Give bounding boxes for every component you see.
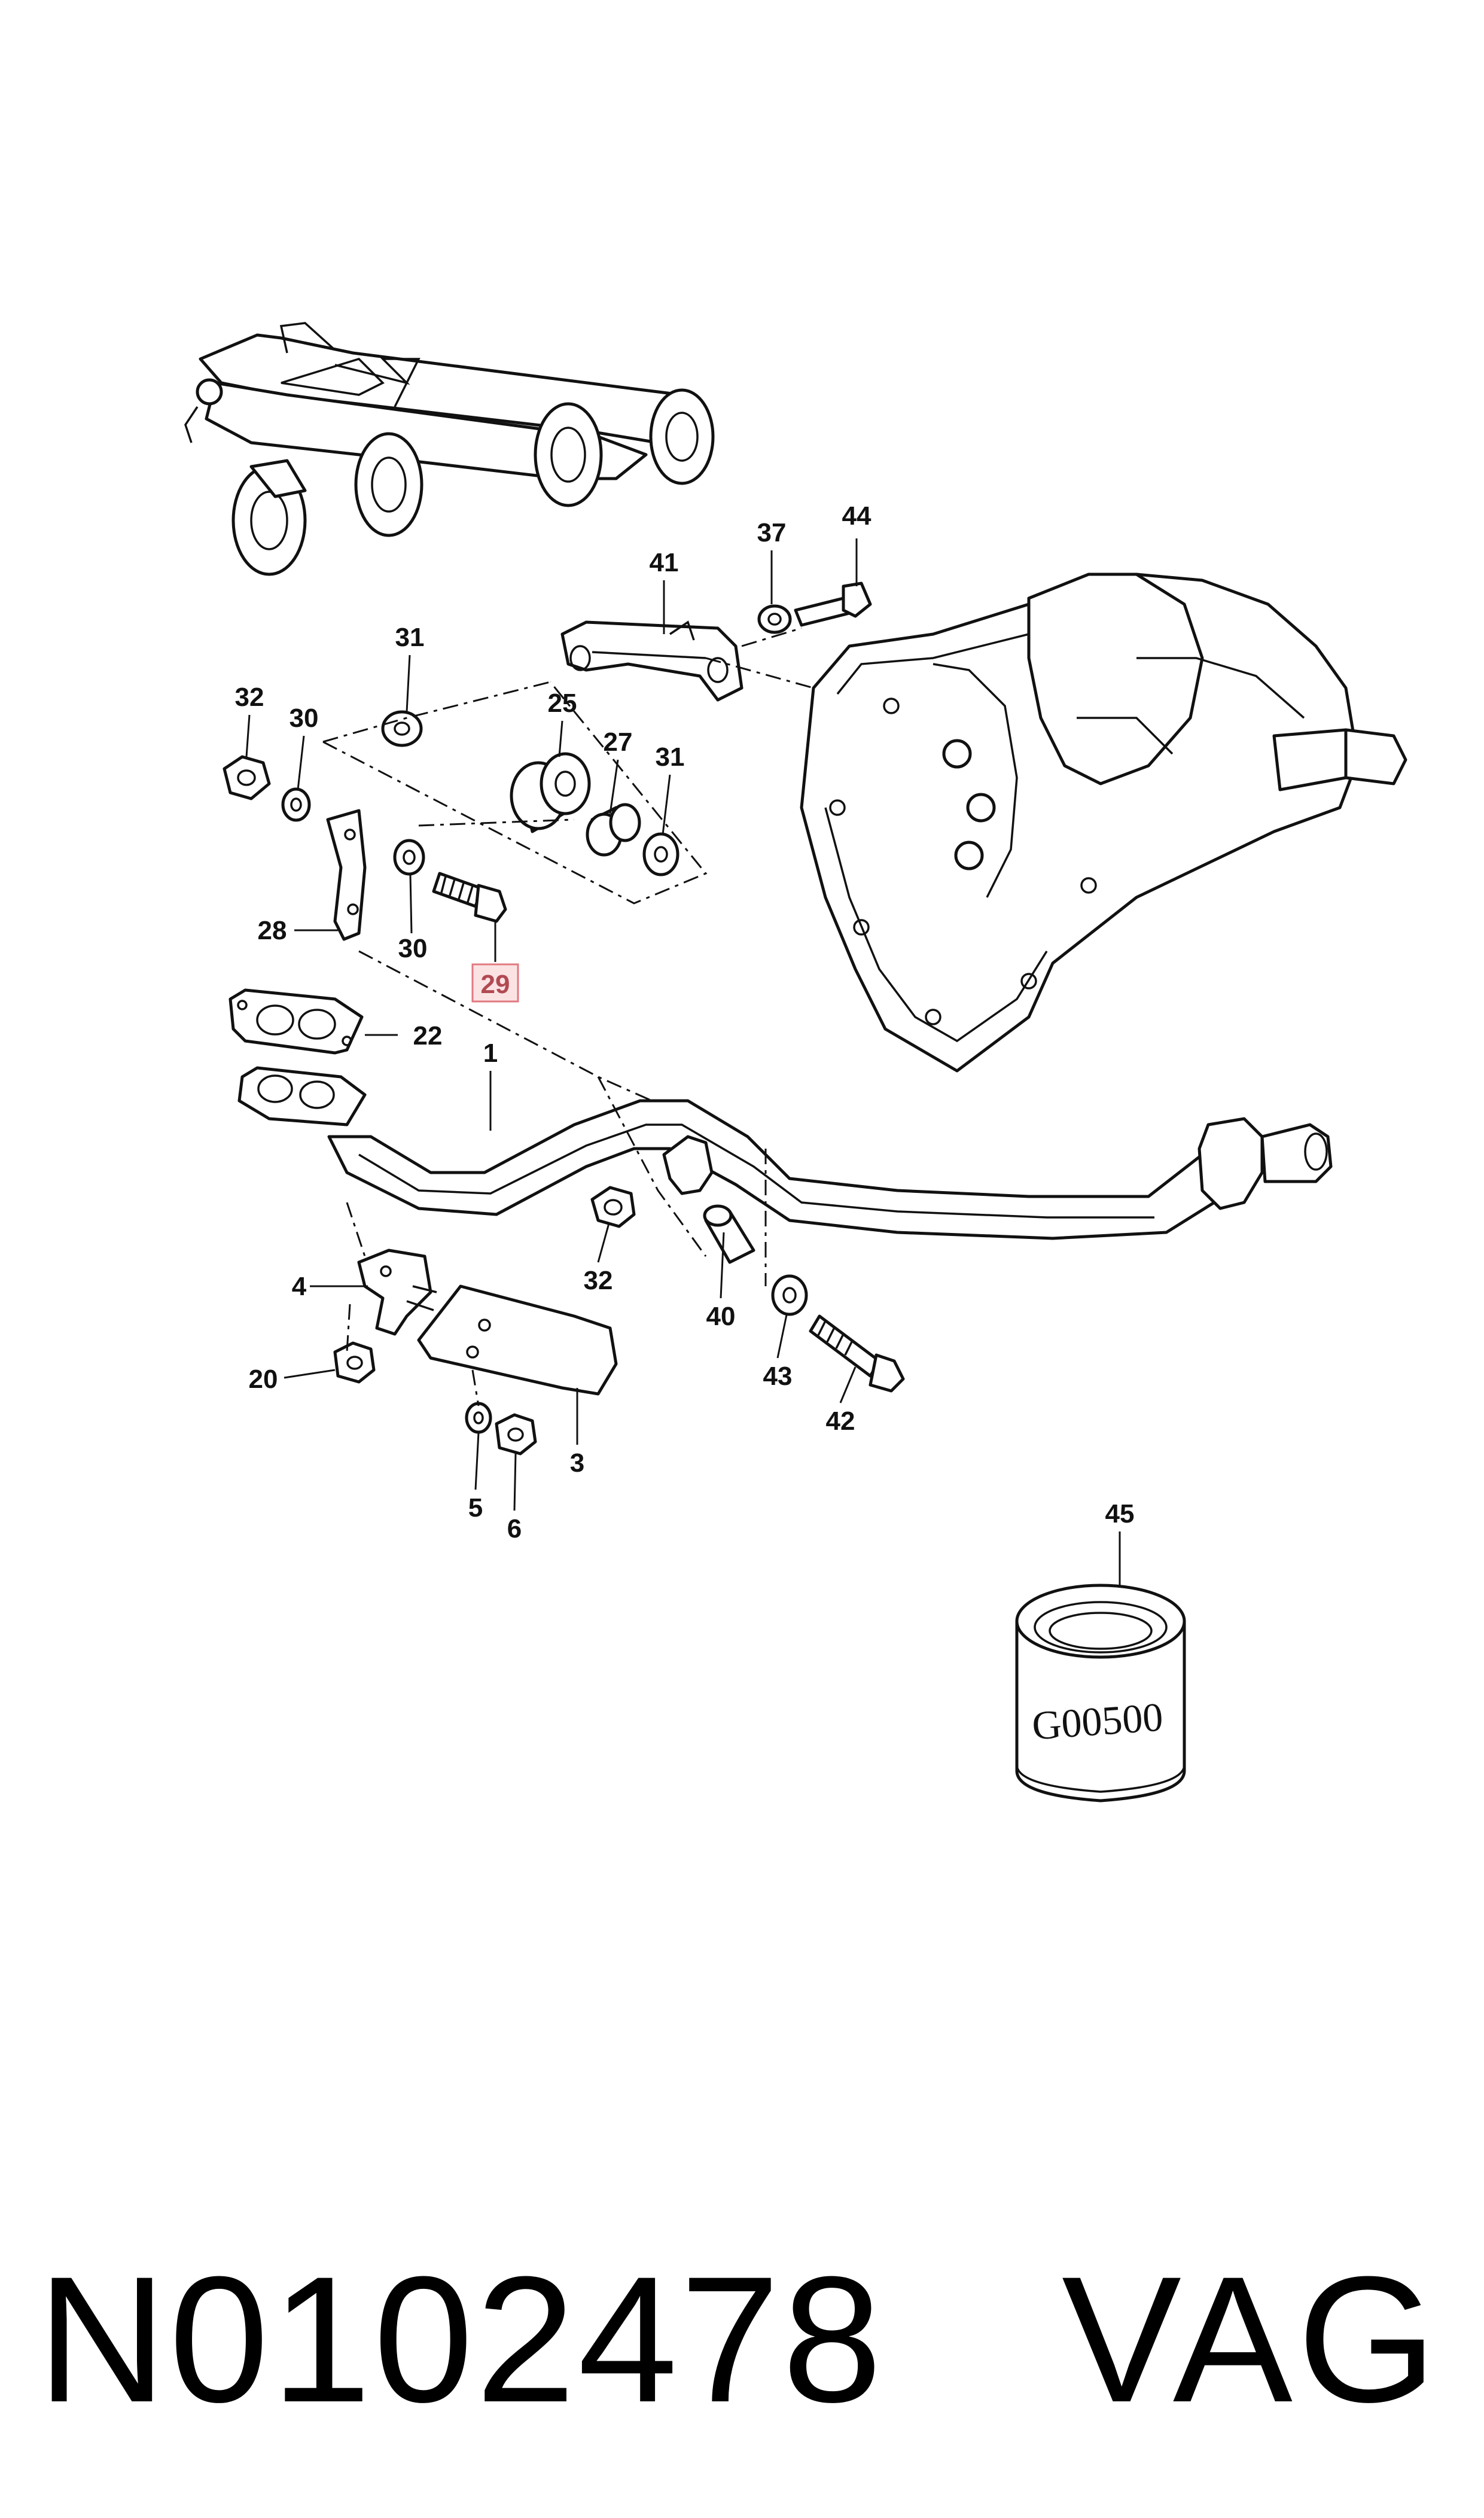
- nut-20: [333, 1341, 376, 1384]
- nut-6: [495, 1413, 537, 1456]
- callout-4: 4: [292, 1272, 307, 1301]
- callout-37: 37: [757, 518, 787, 547]
- washer-31-top: [381, 710, 423, 747]
- callout-42: 42: [826, 1406, 855, 1436]
- callout-45: 45: [1105, 1499, 1135, 1529]
- callout-30-mid: 30: [398, 934, 428, 963]
- front-exhaust-pipe: [237, 1066, 1333, 1240]
- support-strap-28: [326, 809, 367, 941]
- washer-30-left: [281, 787, 311, 822]
- heat-shield-3: [417, 1284, 618, 1396]
- spacer-40: [703, 1204, 755, 1264]
- nut-32-lower: [590, 1186, 636, 1228]
- callout-32-lower: 32: [584, 1266, 613, 1295]
- callout-29-highlight: [471, 963, 519, 1003]
- callout-3: 3: [570, 1448, 584, 1478]
- callout-43: 43: [763, 1362, 793, 1391]
- footer-caption: N0102478 VAG: [0, 2249, 1484, 2429]
- washer-31-right: [642, 832, 679, 876]
- callout-31-top: 31: [395, 623, 425, 652]
- callout-22: 22: [413, 1021, 443, 1051]
- callout-29: 29: [481, 970, 510, 999]
- oil-filter-45: G00500: [1015, 1584, 1186, 1803]
- filter-stamp-text: G00500: [1031, 1694, 1165, 1748]
- washer-43: [771, 1274, 808, 1316]
- callout-40: 40: [706, 1302, 736, 1331]
- sleeve-27: [586, 803, 641, 857]
- clamp-bracket-4: [357, 1249, 437, 1336]
- exhaust-manifold: [184, 322, 715, 576]
- callout-32-left: 32: [235, 683, 264, 712]
- callout-20: 20: [249, 1365, 278, 1394]
- assembly-axis: [322, 681, 708, 905]
- part-number: N0102478: [37, 2239, 885, 2440]
- gasket-22: [228, 988, 364, 1055]
- callout-leaders: [245, 538, 1121, 1585]
- callout-44: 44: [842, 501, 871, 531]
- washer-5: [465, 1402, 492, 1434]
- washer-30-mid: [393, 839, 425, 876]
- callout-30-left: 30: [290, 704, 319, 733]
- rubber-bushing-25: [510, 752, 591, 833]
- callout-5: 5: [468, 1493, 483, 1523]
- washer-37: [757, 604, 792, 634]
- callout-41: 41: [650, 548, 679, 577]
- callout-28: 28: [258, 916, 287, 945]
- callout-labels: 41 37 44 31 32 30 25 27 31 28 30 29 22 1…: [235, 501, 1135, 1543]
- callout-6: 6: [507, 1514, 522, 1543]
- mount-bracket: [560, 620, 743, 702]
- bolt-44: [794, 581, 872, 627]
- callout-27: 27: [604, 727, 633, 757]
- brand-name: VAG: [1062, 2239, 1442, 2440]
- callout-1: 1: [483, 1039, 498, 1068]
- transmission-housing: [800, 573, 1407, 1073]
- bolt-42: [809, 1314, 905, 1393]
- bolt-29: [432, 872, 507, 923]
- callout-25: 25: [548, 689, 577, 718]
- nut-32-left: [223, 755, 271, 800]
- callout-31-right: 31: [656, 742, 685, 772]
